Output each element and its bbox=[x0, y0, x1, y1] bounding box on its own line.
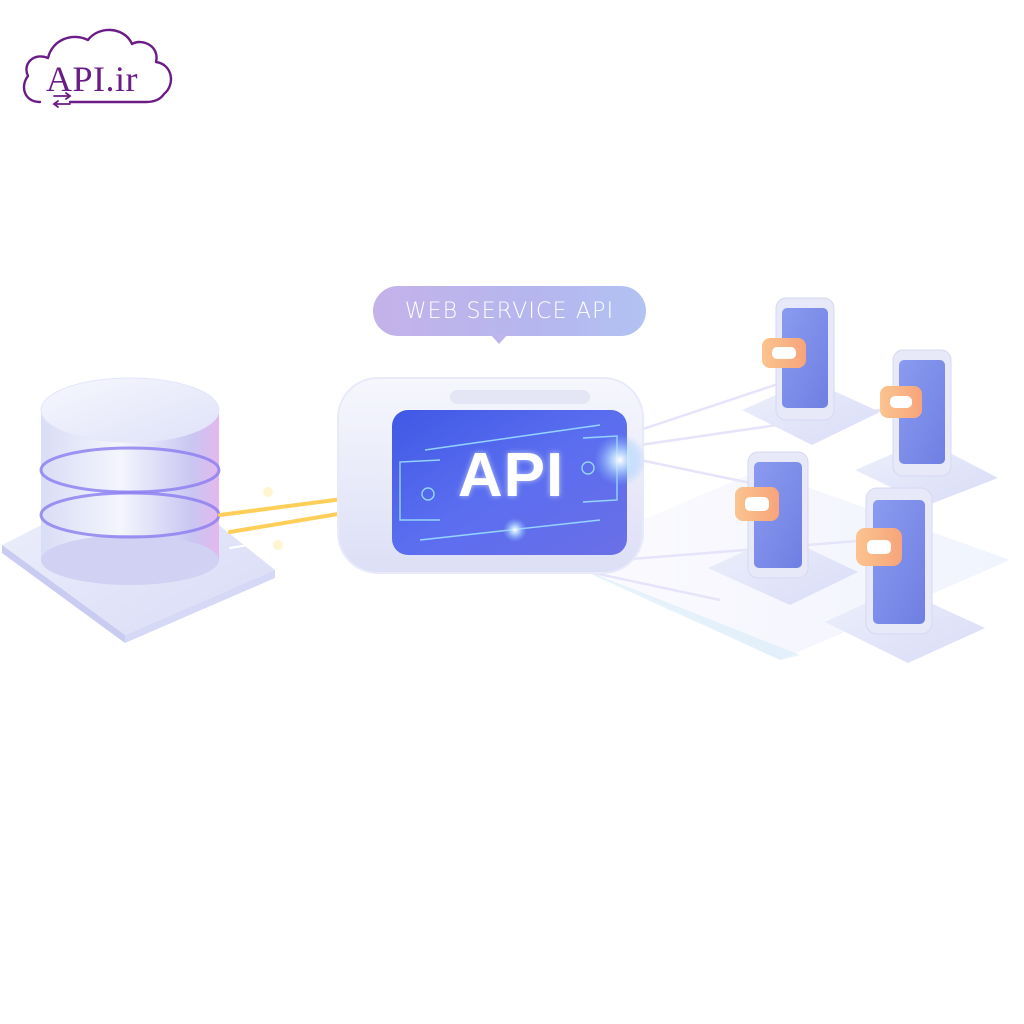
database-group bbox=[2, 377, 275, 643]
exchange-arrows-icon bbox=[52, 92, 72, 108]
api-gateway-box bbox=[337, 377, 646, 574]
web-service-api-callout: WEB SERVICE API bbox=[373, 286, 646, 336]
api-gateway-label: API bbox=[457, 441, 565, 510]
callout-tail bbox=[490, 334, 508, 344]
client-phones bbox=[708, 297, 998, 663]
database-connection-lines bbox=[218, 483, 352, 549]
api-ir-logo[interactable]: API.ir bbox=[18, 24, 178, 114]
callout-label: WEB SERVICE API bbox=[404, 298, 615, 324]
cloud-icon bbox=[22, 28, 173, 108]
logo-text: API.ir bbox=[46, 59, 138, 99]
